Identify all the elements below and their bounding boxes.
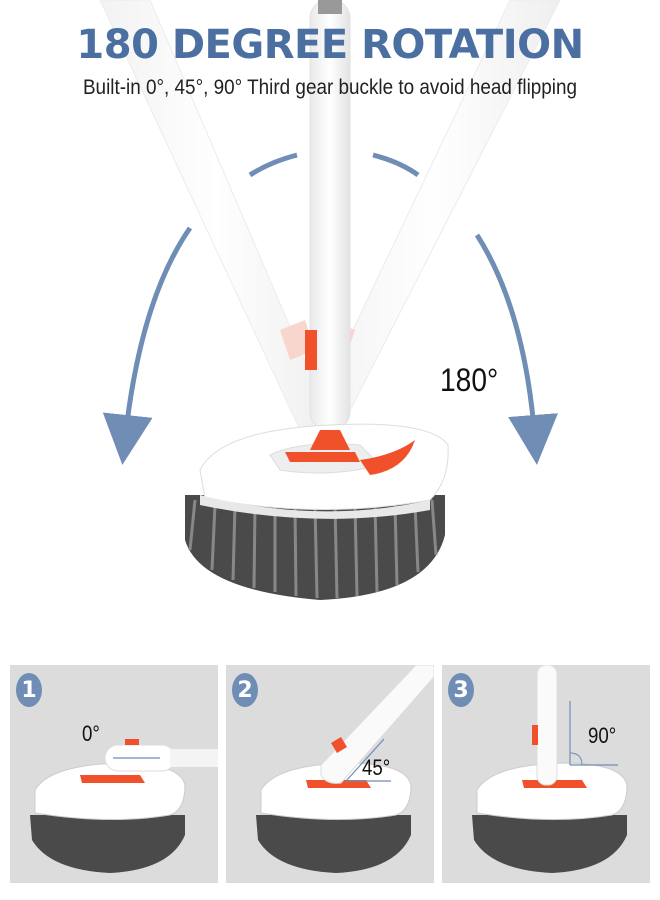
step-panel-3: 3 90°: [442, 665, 650, 883]
step-number-badge: 3: [448, 673, 474, 707]
step-panel-2: 2 45°: [226, 665, 434, 883]
step-angle-label: 0°: [82, 721, 100, 746]
step-angle-label: 90°: [588, 723, 617, 748]
product-hero-illustration: [99, 0, 561, 600]
step-angle-label: 45°: [362, 755, 391, 780]
rotation-arc-left: [102, 226, 193, 465]
rotation-label: 180°: [440, 362, 499, 398]
page-title: 180 DEGREE ROTATION: [76, 22, 584, 68]
step-number-badge: 1: [16, 673, 42, 707]
rotation-arc-right: [474, 233, 559, 465]
steps-panel-row: 1 0° 2 45° 3 90°: [10, 665, 650, 883]
page-subtitle: Built-in 0°, 45°, 90° Third gear buckle …: [82, 76, 578, 99]
step-panel-1: 1 0°: [10, 665, 218, 883]
step-number-badge: 2: [232, 673, 258, 707]
